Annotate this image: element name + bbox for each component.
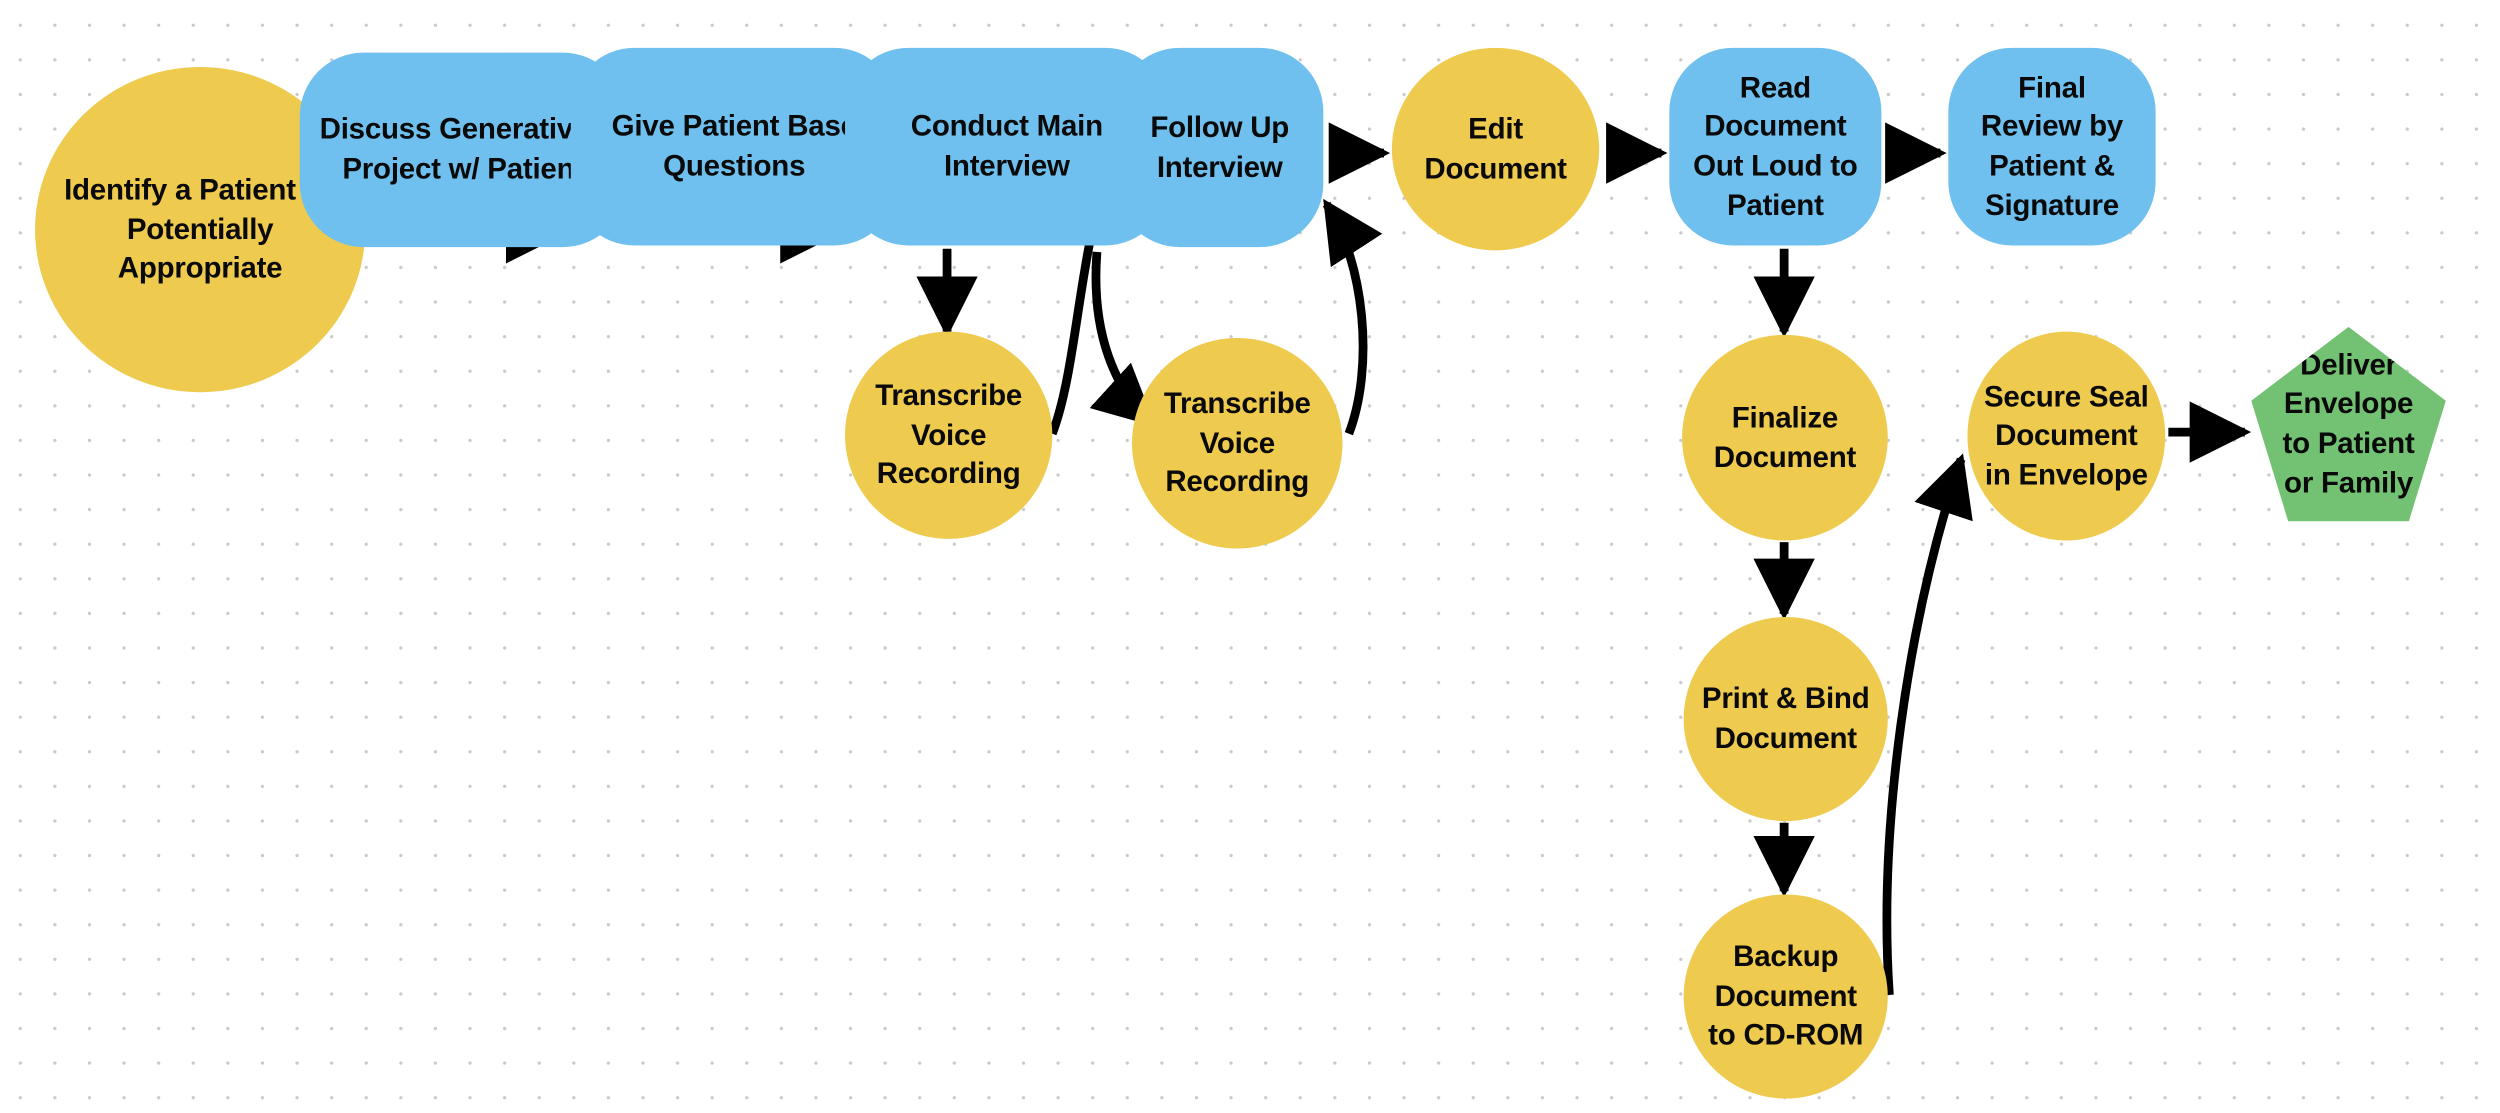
node-deliver-envelope[interactable]: Deliver Envelope to Patient or Family [2251, 326, 2446, 522]
node-label: Transcribe Voice Recording [875, 378, 1023, 490]
node-label: Follow Up Interview [1150, 109, 1290, 183]
node-label: Finalize Document [1713, 400, 1857, 473]
node-secure-seal-envelope[interactable]: Secure Seal Document in Envelope [1967, 331, 2166, 541]
node-label: Print & Bind Document [1701, 681, 1870, 755]
node-label: Deliver Envelope to Patient or Family [2282, 347, 2415, 499]
node-finalize-document[interactable]: Finalize Document [1682, 334, 1888, 541]
node-edit-document[interactable]: Edit Document [1391, 47, 1600, 251]
node-label: Secure Seal Document in Envelope [1983, 378, 2149, 491]
node-label: Identify a Patient as Potentially Approp… [64, 172, 337, 285]
node-backup-document-cdrom[interactable]: Backup Document to CD-ROM [1683, 894, 1888, 1099]
node-label: Discuss Generativity Project w/ Patient [319, 112, 607, 185]
node-label: Edit Document [1424, 111, 1567, 185]
node-transcribe-voice-1[interactable]: Transcribe Voice Recording [845, 331, 1053, 539]
node-label: Read Document Out Loud to Patient [1693, 69, 1858, 221]
node-transcribe-voice-2[interactable]: Transcribe Voice Recording [1132, 338, 1343, 549]
node-label: Backup Document to CD-ROM [1708, 939, 1864, 1052]
node-read-document-out-loud[interactable]: Read Document Out Loud to Patient [1669, 47, 1882, 246]
node-label: Give Patient Base Questions [611, 109, 857, 182]
node-final-review-signature[interactable]: Final Review by Patient & Signature [1948, 47, 2156, 246]
node-give-base-questions[interactable]: Give Patient Base Questions [570, 47, 898, 246]
edge-backup-to-secure-seal [1882, 453, 1973, 996]
node-print-bind-document[interactable]: Print & Bind Document [1683, 617, 1888, 822]
node-label: Transcribe Voice Recording [1163, 386, 1311, 498]
node-label: Final Review by Patient & Signature [1980, 69, 2124, 221]
node-follow-up-interview[interactable]: Follow Up Interview [1116, 47, 1324, 248]
